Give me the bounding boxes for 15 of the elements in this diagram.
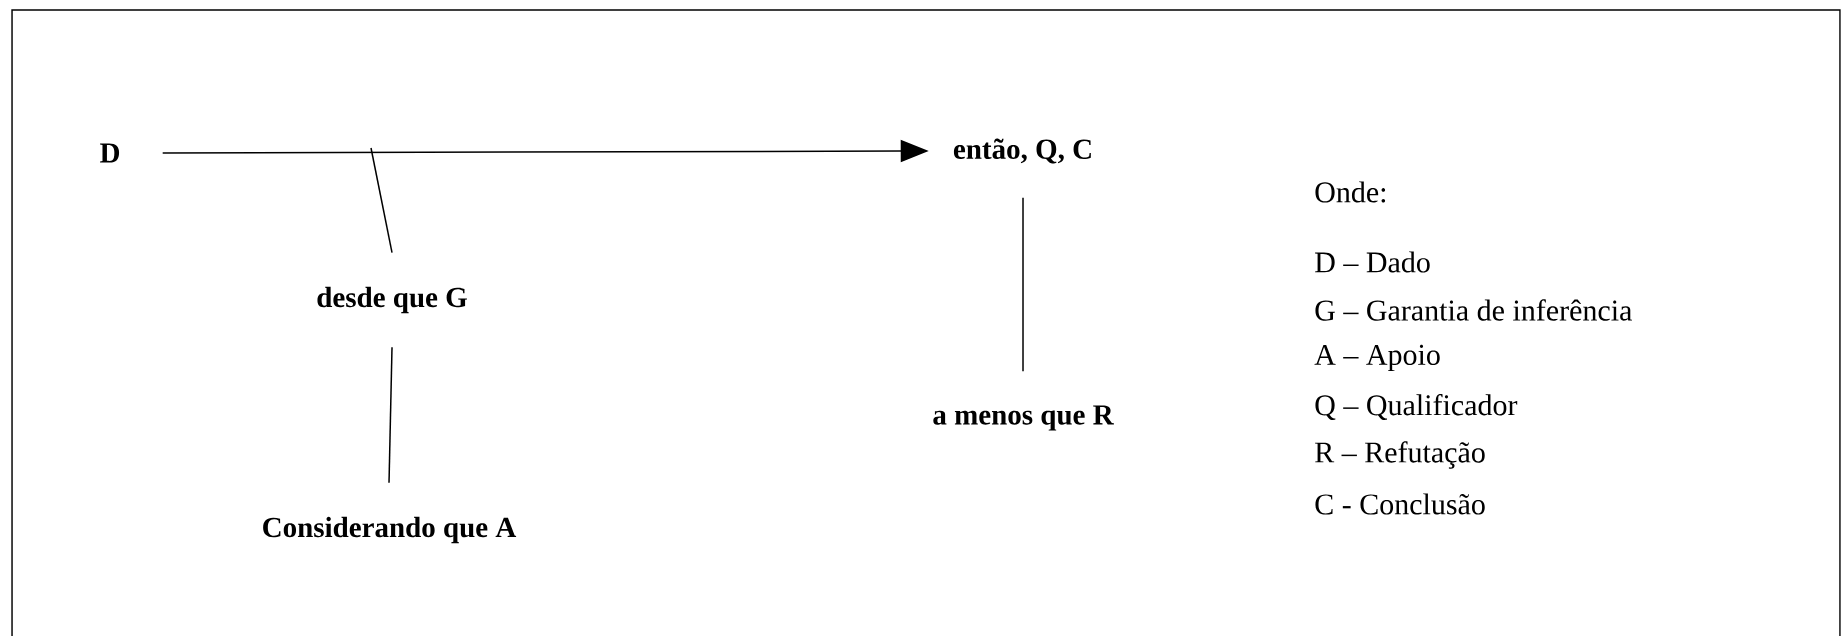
line: [1022, 196, 1024, 372]
node-text: a menos que R: [933, 405, 1114, 431]
legend-entry: C - Conclusão: [1315, 493, 1485, 515]
node-text: D: [100, 143, 120, 163]
node-text: então, Q, C: [953, 138, 1091, 164]
heading: Onde:: [1315, 181, 1386, 203]
node-text: Considerando que A: [263, 516, 517, 544]
node-text: desde que G: [317, 286, 467, 314]
legend-entry: G – Garantia de inferência: [1315, 299, 1632, 321]
legend-entry: Q – Qualificador: [1315, 394, 1518, 420]
legend-entry: D – Dado: [1315, 251, 1430, 273]
legend-entry: A – Apoio: [1314, 344, 1440, 372]
line: [388, 346, 393, 484]
line: [370, 147, 393, 254]
legend-entry: R – Refutação: [1315, 441, 1485, 469]
